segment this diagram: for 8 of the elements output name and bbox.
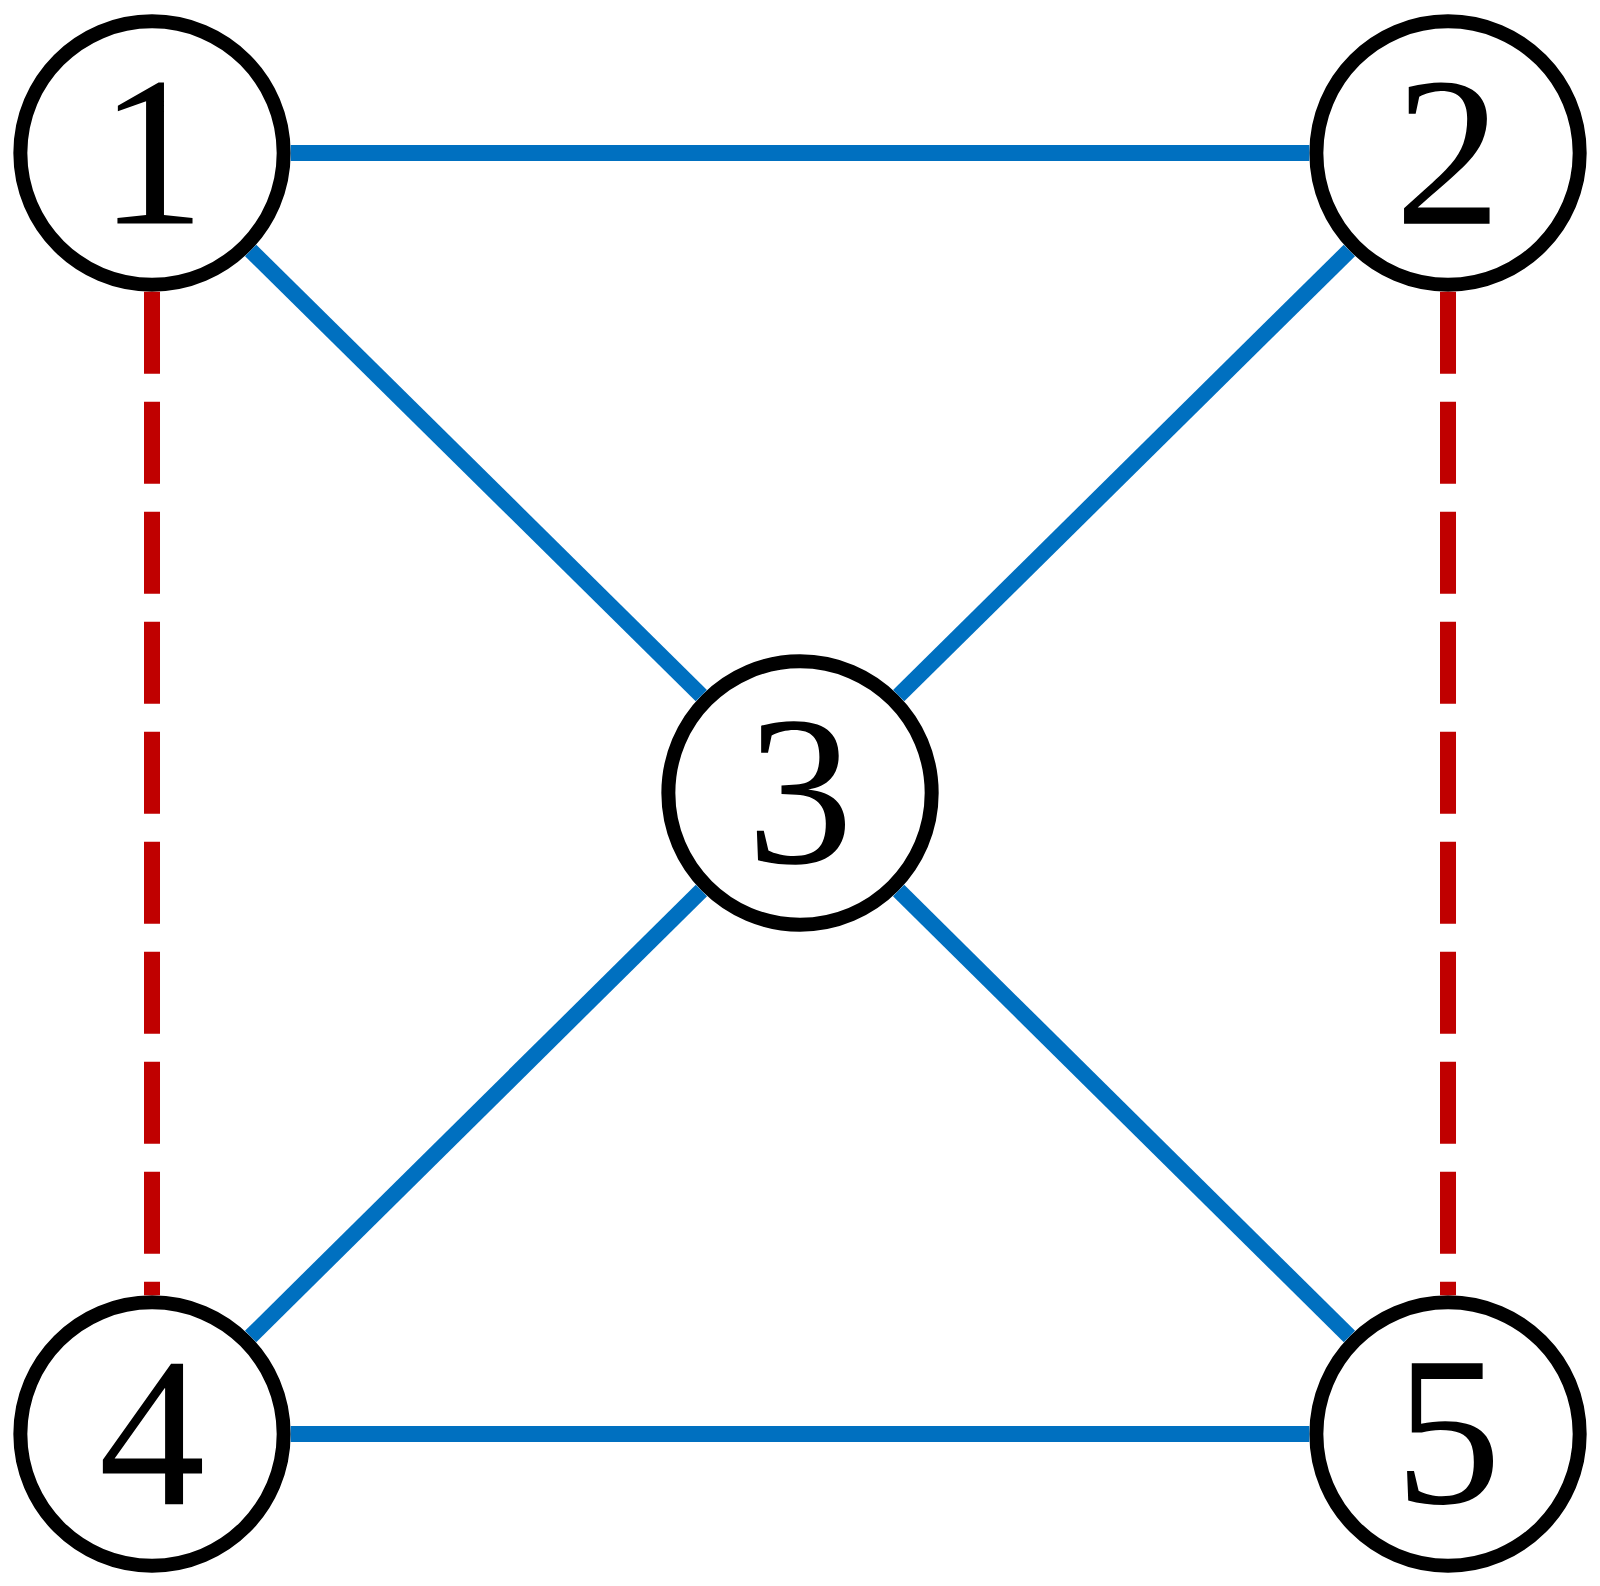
connector-line xyxy=(1440,291,1456,1296)
connector-line xyxy=(893,244,1355,702)
connector-line xyxy=(892,884,1356,1343)
connector-line xyxy=(245,244,707,702)
connector-line xyxy=(244,884,708,1343)
connector-line xyxy=(290,145,1310,161)
connector-line xyxy=(290,1426,1310,1442)
connector-line xyxy=(144,291,160,1296)
